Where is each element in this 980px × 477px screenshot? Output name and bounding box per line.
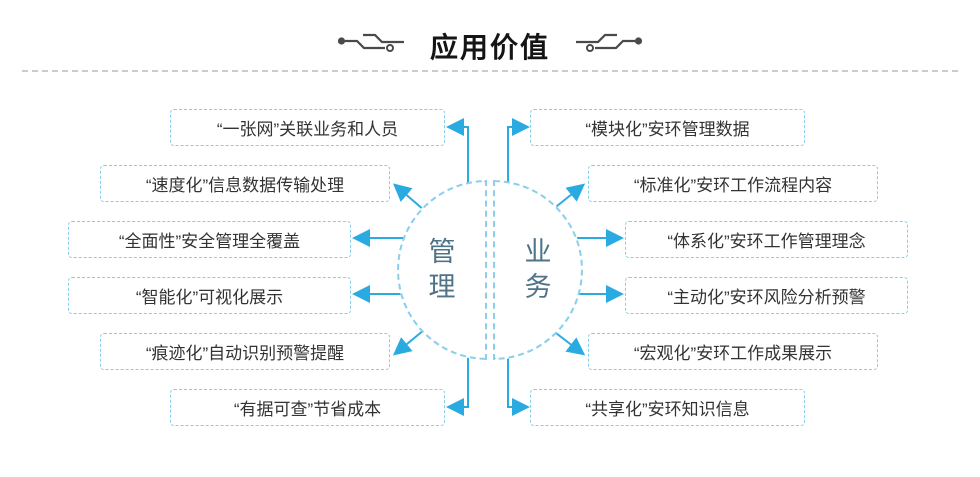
center-label-management: 管理: [428, 236, 456, 302]
left-item-label-6: “有据可查”节省成本: [233, 400, 382, 419]
left-item-label-2: “速度化”信息数据传输处理: [145, 176, 345, 195]
arrow-to-right-item-6: [507, 357, 530, 416]
left-item-box-5: “痕迹化”自动识别预警提醒: [100, 333, 390, 370]
arrow-to-left-item-5: [392, 329, 425, 356]
right-item-box-3: “体系化”安环工作管理理念: [625, 221, 908, 258]
left-item-label-4: “智能化”可视化展示: [135, 288, 284, 307]
right-item-label-1: “模块化”安环管理数据: [585, 120, 750, 139]
right-item-box-2: “标准化”安环工作流程内容: [588, 165, 878, 202]
left-item-label-1: “一张网”关联业务和人员: [216, 120, 399, 139]
left-item-label-5: “痕迹化”自动识别预警提醒: [145, 344, 345, 363]
left-item-label-3: “全面性”安全管理全覆盖: [118, 232, 301, 251]
center-circle-right-half: 业务: [493, 180, 583, 360]
circuit-decoration-right-icon: [576, 33, 643, 52]
right-item-label-2: “标准化”安环工作流程内容: [633, 176, 833, 195]
right-item-label-6: “共享化”安环知识信息: [585, 400, 750, 419]
circuit-decoration-left-icon: [337, 33, 404, 52]
arrow-to-left-item-1: [446, 118, 469, 183]
page-title: 应用价值: [429, 32, 550, 63]
center-label-business: 业务: [524, 236, 552, 302]
right-item-box-6: “共享化”安环知识信息: [530, 389, 805, 426]
left-item-box-2: “速度化”信息数据传输处理: [100, 165, 390, 202]
right-item-box-5: “宏观化”安环工作成果展示: [588, 333, 878, 370]
left-item-box-4: “智能化”可视化展示: [68, 277, 351, 314]
right-item-label-3: “体系化”安环工作管理理念: [667, 232, 866, 251]
left-item-box-6: “有据可查”节省成本: [170, 389, 445, 426]
left-item-box-1: “一张网”关联业务和人员: [170, 109, 445, 146]
arrow-to-left-item-6: [446, 357, 469, 416]
header-divider: [22, 70, 958, 72]
left-item-box-3: “全面性”安全管理全覆盖: [68, 221, 351, 258]
arrow-to-right-item-1: [507, 118, 530, 183]
right-item-box-4: “主动化”安环风险分析预警: [625, 277, 908, 314]
right-item-label-5: “宏观化”安环工作成果展示: [633, 344, 833, 363]
center-circle-left-half: 管理: [397, 180, 487, 360]
arrow-to-left-item-2: [392, 183, 425, 211]
right-item-label-4: “主动化”安环风险分析预警: [667, 288, 866, 307]
right-item-box-1: “模块化”安环管理数据: [530, 109, 805, 146]
header: 应用价值: [0, 26, 980, 66]
